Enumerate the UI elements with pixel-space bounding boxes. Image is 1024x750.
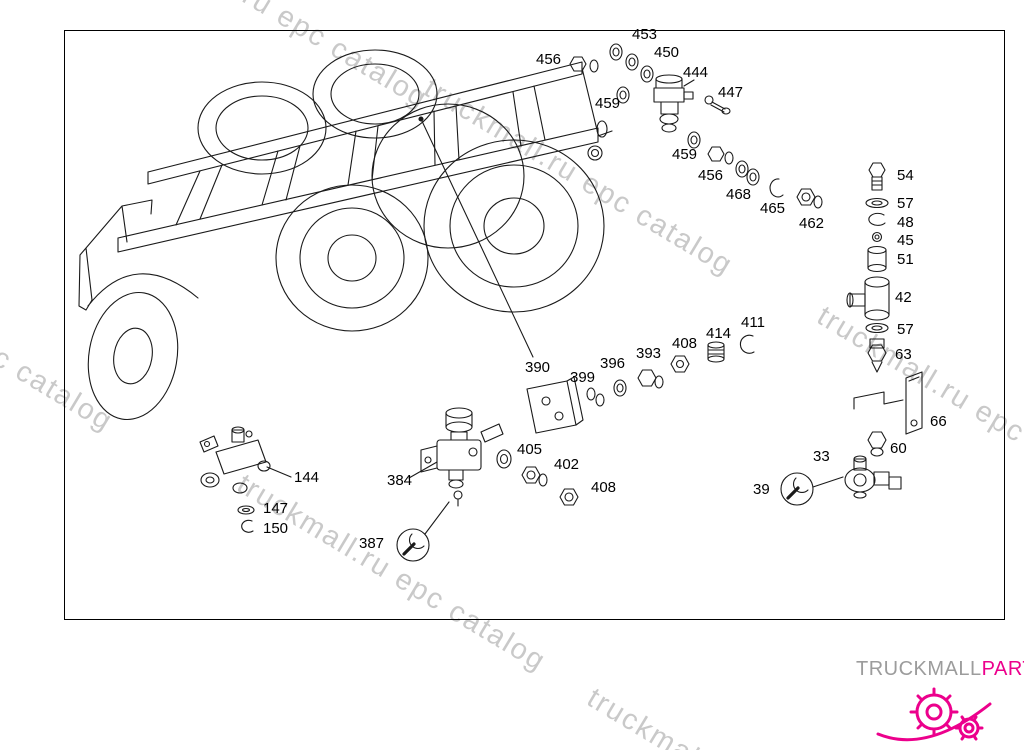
diagram-border	[64, 30, 1005, 620]
callout-42: 42	[895, 289, 912, 306]
callout-408-b: 408	[591, 479, 617, 496]
brand-name-gray: TRUCKMALL	[856, 658, 982, 680]
callout-60: 60	[890, 440, 907, 457]
callout-57-b: 57	[897, 321, 914, 338]
leader-lines	[266, 79, 844, 535]
callout-462: 462	[799, 215, 825, 232]
callout-63: 63	[895, 346, 912, 363]
wrench-icon	[396, 528, 430, 562]
callout-54: 54	[897, 167, 914, 184]
part-384-valve-drawing	[420, 407, 579, 507]
parts-right-column-drawing	[844, 162, 923, 499]
part-144-valve-drawing	[199, 426, 271, 533]
callout-147: 147	[263, 500, 289, 517]
callout-456-a: 456	[536, 51, 562, 68]
callout-66: 66	[930, 413, 947, 430]
gear-logo-icon	[876, 687, 992, 742]
callout-387: 387	[359, 535, 385, 552]
callout-465: 465	[760, 200, 786, 217]
callout-402: 402	[554, 456, 580, 473]
brand-name-accent: PARTS	[981, 658, 1024, 680]
callout-48: 48	[897, 214, 914, 231]
parts-top-chain-drawing	[569, 43, 823, 209]
callout-468: 468	[726, 186, 752, 203]
callout-150: 150	[263, 520, 289, 537]
callout-399: 399	[570, 369, 596, 386]
callout-51: 51	[897, 251, 914, 268]
callout-33: 33	[813, 448, 830, 465]
callout-396: 396	[600, 355, 626, 372]
parts-middle-chain-drawing	[526, 334, 755, 434]
callout-57-a: 57	[897, 195, 914, 212]
wrench-icon	[780, 472, 814, 506]
callout-411: 411	[741, 314, 765, 331]
truck-chassis-drawing	[78, 49, 613, 421]
callout-405: 405	[517, 441, 543, 458]
brand-logo-text: TRUCKMALLPARTS	[856, 658, 1024, 681]
callout-459-a: 459	[595, 95, 621, 112]
callout-384: 384	[387, 472, 413, 489]
callout-144: 144	[294, 469, 320, 486]
callout-45: 45	[897, 232, 914, 249]
callout-414: 414	[706, 325, 732, 342]
callout-390: 390	[525, 359, 551, 376]
callout-447: 447	[718, 84, 744, 101]
callout-450: 450	[654, 44, 680, 61]
callout-453: 453	[632, 26, 658, 43]
callout-459-b: 459	[672, 146, 698, 163]
callout-444: 444	[683, 64, 709, 81]
callout-39: 39	[753, 481, 770, 498]
callout-393: 393	[636, 345, 662, 362]
callout-408-a: 408	[672, 335, 698, 352]
callout-456-b: 456	[698, 167, 724, 184]
